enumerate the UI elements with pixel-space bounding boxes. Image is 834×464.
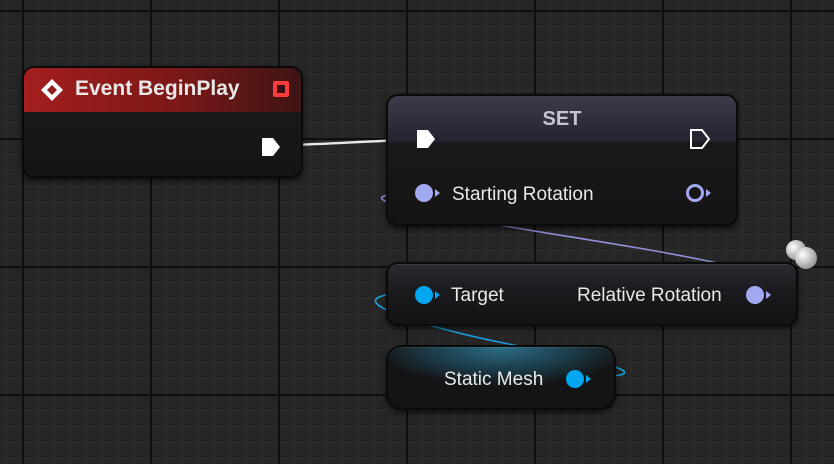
rotator-in-pin-icon[interactable] (413, 183, 441, 203)
get-relative-rotation-node[interactable]: Target Relative Rotation (386, 262, 798, 326)
object-out-pin-icon[interactable] (564, 369, 592, 389)
pure-function-orb-icon (786, 240, 817, 269)
exec-out-pin-icon[interactable] (689, 128, 711, 150)
object-in-pin-icon[interactable] (413, 285, 441, 305)
event-diamond-icon (41, 79, 63, 101)
set-node[interactable]: SET Starting Rotation (386, 94, 738, 226)
event-node-header (24, 68, 301, 112)
starting-rotation-label: Starting Rotation (452, 184, 594, 205)
set-node-title: SET (542, 108, 582, 130)
event-node-title: Event BeginPlay (75, 77, 240, 100)
event-beginplay-node[interactable]: Event BeginPlay (22, 66, 303, 178)
delegate-square-icon[interactable] (272, 80, 290, 98)
static-mesh-variable-node[interactable]: Static Mesh (386, 345, 616, 410)
relative-rotation-label: Relative Rotation (577, 285, 722, 306)
rotator-out-pin-icon[interactable] (684, 183, 712, 203)
static-mesh-label: Static Mesh (444, 369, 544, 390)
rotator-out-pin-icon[interactable] (744, 285, 772, 305)
exec-in-pin-icon[interactable] (415, 128, 437, 150)
target-label: Target (451, 285, 504, 306)
set-node-header (388, 96, 736, 142)
exec-out-pin-icon[interactable] (260, 136, 282, 158)
